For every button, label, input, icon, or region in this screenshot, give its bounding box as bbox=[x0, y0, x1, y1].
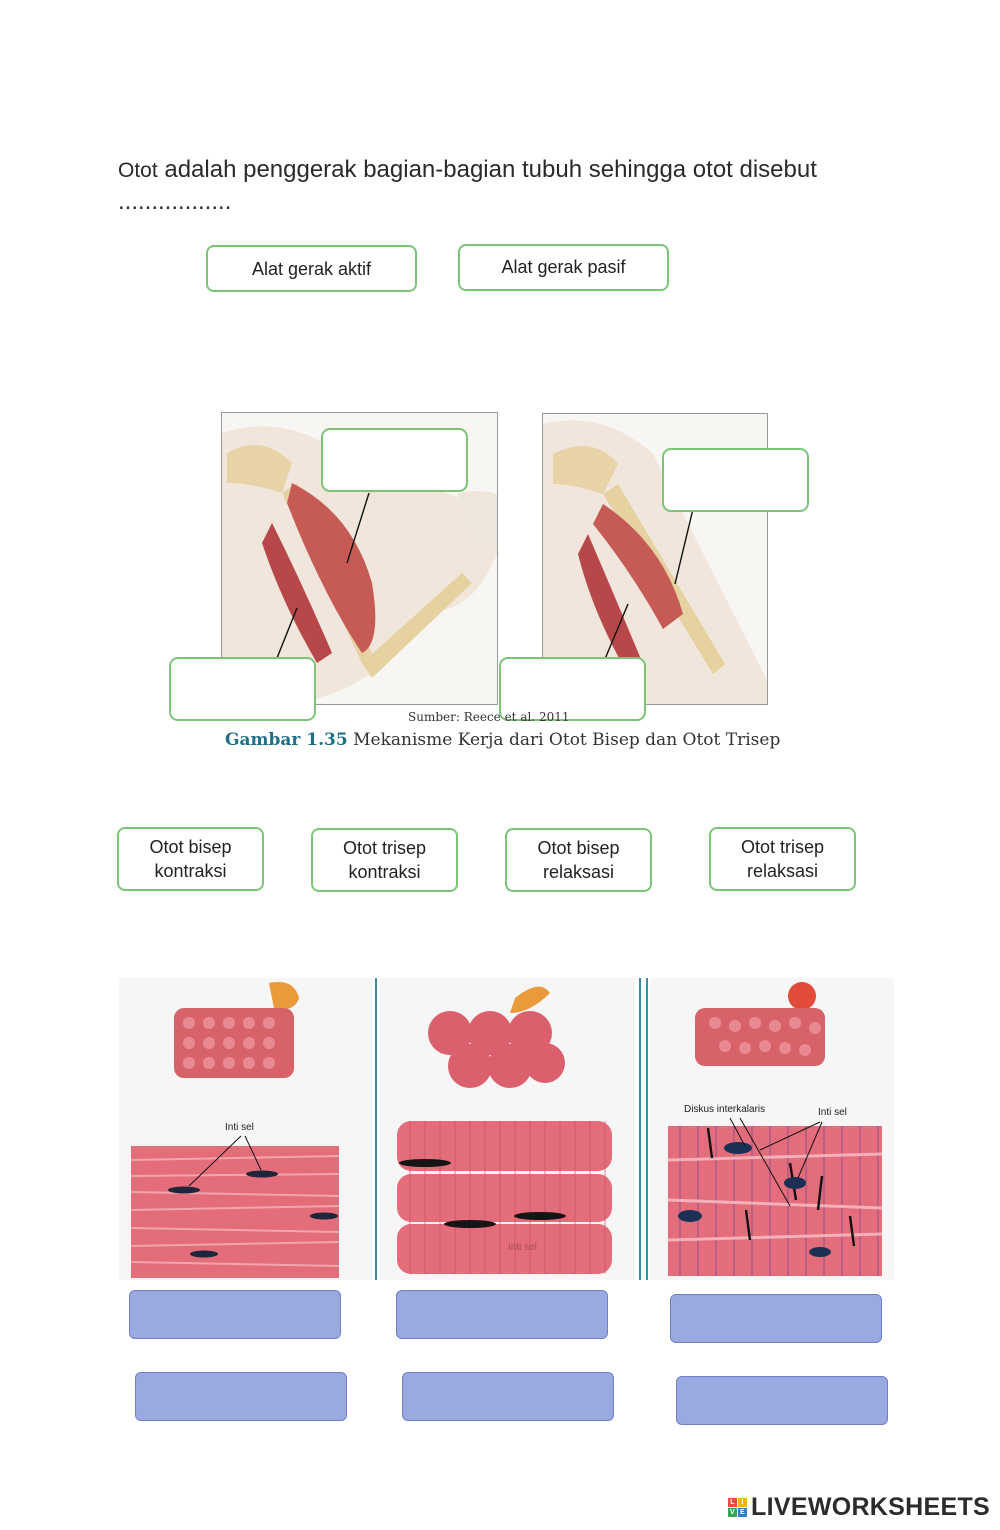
cardiac-disk-label: Diskus interkalaris bbox=[684, 1104, 766, 1115]
divider-2 bbox=[639, 978, 641, 1280]
arm-extended-illustration bbox=[543, 420, 767, 704]
drop-box-muscle-2-row2[interactable] bbox=[402, 1372, 614, 1421]
divider-3 bbox=[646, 978, 648, 1280]
option-line1: Otot bisep bbox=[149, 837, 232, 857]
question-body: adalah penggerak bagian-bagian tubuh seh… bbox=[118, 156, 817, 215]
option-line2: kontraksi bbox=[154, 861, 227, 881]
option-label: Alat gerak aktif bbox=[251, 258, 372, 279]
option-label: Alat gerak pasif bbox=[501, 257, 626, 277]
question-text: Otot adalah penggerak bagian-bagian tubu… bbox=[118, 154, 838, 217]
skeletal-muscle-illustration bbox=[397, 986, 612, 1274]
option-line2: relaksasi bbox=[746, 861, 819, 881]
option-otot-bisep-relaksasi[interactable]: Otot bisep relaksasi bbox=[505, 828, 652, 892]
drop-box-biceps-extended[interactable] bbox=[662, 448, 809, 512]
option-alat-gerak-pasif[interactable]: Alat gerak pasif bbox=[458, 244, 669, 291]
option-alat-gerak-aktif[interactable]: Alat gerak aktif bbox=[206, 245, 417, 292]
option-line1: Otot trisep bbox=[740, 837, 825, 857]
option-line1: Otot trisep bbox=[342, 838, 427, 858]
skeletal-nucleus-label: Inti sel bbox=[508, 1242, 537, 1253]
arm-flexed-illustration bbox=[222, 426, 497, 704]
drop-box-muscle-3-row1[interactable] bbox=[670, 1294, 882, 1343]
cardiac-muscle-image: Diskus interkalaris Inti sel bbox=[650, 978, 894, 1280]
brand-name: LIVEWORKSHEETS bbox=[751, 1493, 990, 1521]
option-otot-bisep-kontraksi[interactable]: Otot bisep kontraksi bbox=[117, 827, 264, 891]
cardiac-nucleus-label: Inti sel bbox=[818, 1107, 847, 1118]
option-line2: relaksasi bbox=[542, 862, 615, 882]
option-line2: kontraksi bbox=[348, 862, 421, 882]
drop-box-triceps-flexed[interactable] bbox=[169, 657, 316, 721]
drop-box-biceps-flexed[interactable] bbox=[321, 428, 468, 492]
figure-source: Sumber: Reece et al. 2011 bbox=[408, 710, 570, 724]
smooth-muscle-image: Inti sel bbox=[119, 978, 372, 1280]
drop-box-triceps-extended[interactable] bbox=[499, 657, 646, 721]
drop-box-muscle-1-row2[interactable] bbox=[135, 1372, 347, 1421]
smooth-muscle-illustration bbox=[130, 982, 340, 1278]
drop-box-muscle-1-row1[interactable] bbox=[129, 1290, 341, 1339]
skeletal-muscle-image: Inti sel bbox=[380, 978, 635, 1280]
option-line1: Otot bisep bbox=[537, 838, 620, 858]
drop-box-muscle-2-row1[interactable] bbox=[396, 1290, 608, 1339]
cardiac-muscle-illustration bbox=[667, 982, 883, 1276]
option-otot-trisep-relaksasi[interactable]: Otot trisep relaksasi bbox=[709, 827, 856, 891]
divider-1 bbox=[375, 978, 377, 1280]
figure-caption-text: Mekanisme Kerja dari Otot Bisep dan Otot… bbox=[347, 730, 781, 750]
arm-extended-image bbox=[542, 413, 768, 705]
question-prefix: Otot bbox=[118, 159, 158, 182]
drop-box-muscle-3-row2[interactable] bbox=[676, 1376, 888, 1425]
figure-caption-number: Gambar 1.35 bbox=[225, 730, 348, 750]
smooth-nucleus-label: Inti sel bbox=[225, 1122, 254, 1133]
figure-caption: Gambar 1.35 Mekanisme Kerja dari Otot Bi… bbox=[225, 730, 780, 750]
option-otot-trisep-kontraksi[interactable]: Otot trisep kontraksi bbox=[311, 828, 458, 892]
